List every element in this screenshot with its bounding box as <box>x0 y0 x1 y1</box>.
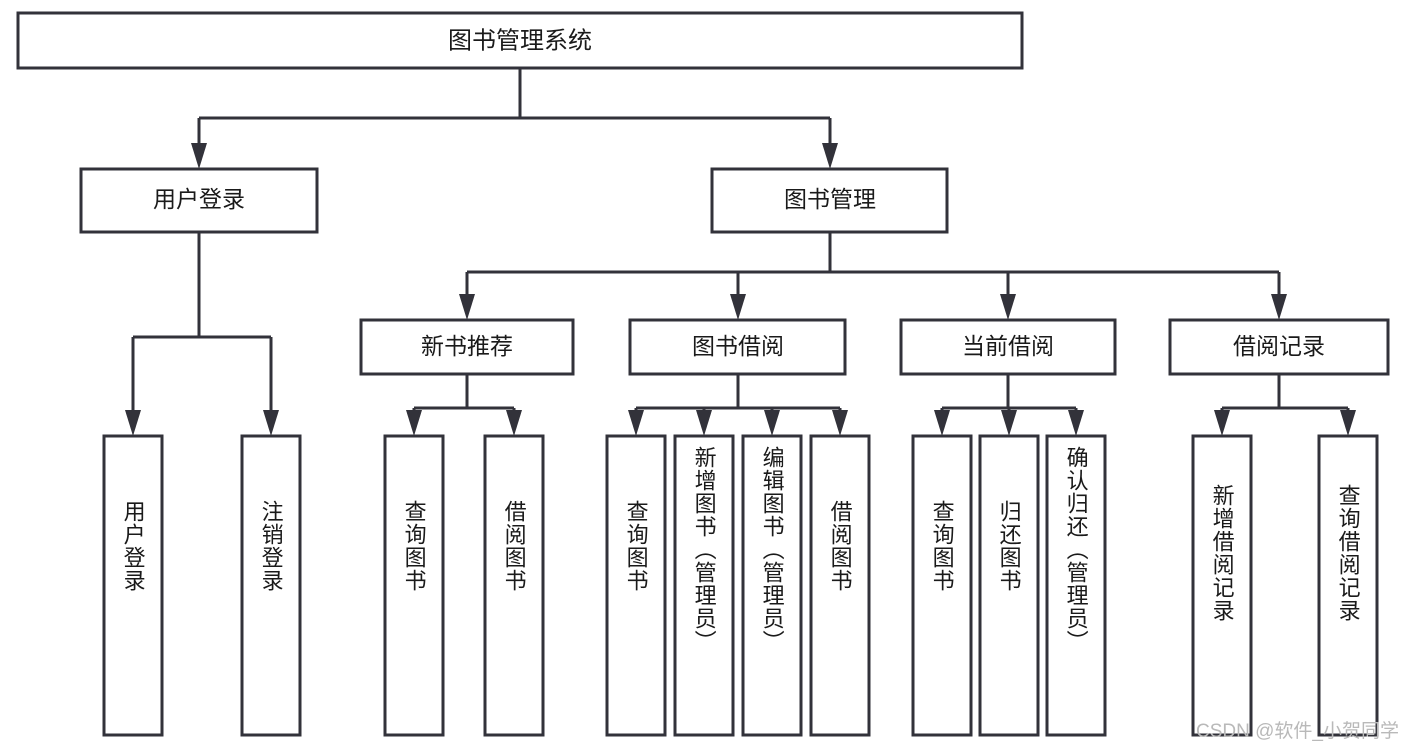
connector-group-book-mgmt <box>459 232 1287 320</box>
leaf-box-book-borrow-1[interactable] <box>605 434 667 737</box>
leaf-box-current-borrow-2[interactable] <box>978 434 1040 737</box>
arrow-head-leaf-borrow-records-2 <box>1340 410 1356 436</box>
node-book-management[interactable]: 图书管理 <box>710 167 949 234</box>
node-book-management-box[interactable] <box>710 167 949 234</box>
arrow-head-leaf-book-borrow-4 <box>832 410 848 436</box>
leaf-box-user-login-1[interactable] <box>102 434 164 737</box>
arrow-head-leaf-book-borrow-1 <box>628 410 644 436</box>
arrow-head-leaf-new-book-1 <box>406 410 422 436</box>
node-current-borrow[interactable]: 当前借阅 <box>899 318 1117 376</box>
leaf-group-new-book-recommend <box>383 434 545 737</box>
leaf-box-new-book-2[interactable] <box>483 434 545 737</box>
arrow-head-user-login <box>191 143 207 169</box>
arrow-head-leaf-book-borrow-2 <box>696 410 712 436</box>
leaf-box-current-borrow-3[interactable] <box>1045 434 1107 737</box>
arrow-head-leaf-new-book-2 <box>506 410 522 436</box>
leaf-group-borrow-records <box>1191 434 1379 737</box>
arrow-head-l3-new-book <box>459 294 475 320</box>
leaf-box-book-borrow-3[interactable] <box>741 434 803 737</box>
node-user-login-box[interactable] <box>79 167 319 234</box>
node-user-login-label: 用户登录 <box>153 186 245 212</box>
arrow-head-leaf-borrow-records-1 <box>1214 410 1230 436</box>
csdn-watermark: CSDN @软件_小贺同学 <box>1196 721 1399 742</box>
arrow-head-l3-current-borrow <box>1000 294 1016 320</box>
arrow-head-book-mgmt <box>822 143 838 169</box>
leaf-group-current-borrow <box>911 434 1107 737</box>
node-borrow-records-box[interactable] <box>1168 318 1390 376</box>
arrow-head-leaf-user-login-1 <box>125 410 141 436</box>
leaf-box-borrow-records-1[interactable] <box>1191 434 1253 737</box>
connector-group-borrow-records <box>1214 374 1356 436</box>
leaf-group-book-borrow <box>605 434 871 737</box>
leaf-box-book-borrow-2[interactable] <box>673 434 735 737</box>
leaf-box-current-borrow-1[interactable] <box>911 434 973 737</box>
node-current-borrow-label: 当前借阅 <box>962 333 1054 359</box>
arrow-head-leaf-user-login-2 <box>263 410 279 436</box>
node-root-box[interactable] <box>16 11 1024 70</box>
node-new-book-recommend-box[interactable] <box>359 318 575 376</box>
arrow-head-leaf-current-borrow-3 <box>1068 410 1084 436</box>
connector-group-user-login <box>125 232 279 436</box>
node-new-book-recommend-label: 新书推荐 <box>421 333 513 359</box>
arrow-head-leaf-book-borrow-3 <box>764 410 780 436</box>
leaf-box-new-book-1[interactable] <box>383 434 445 737</box>
node-user-login[interactable]: 用户登录 <box>79 167 319 234</box>
leaf-group-user-login <box>102 434 302 737</box>
leaf-box-user-login-2[interactable] <box>240 434 302 737</box>
connector-group-current-borrow <box>934 374 1084 436</box>
node-book-borrow-box[interactable] <box>628 318 847 376</box>
node-new-book-recommend[interactable]: 新书推荐 <box>359 318 575 376</box>
node-book-borrow[interactable]: 图书借阅 <box>628 318 847 376</box>
node-root-label: 图书管理系统 <box>448 27 592 54</box>
arrow-head-l3-borrow-records <box>1271 294 1287 320</box>
leaf-box-book-borrow-4[interactable] <box>809 434 871 737</box>
connector-group-root <box>191 68 838 169</box>
node-book-borrow-label: 图书借阅 <box>692 333 784 359</box>
connector-group-new-book <box>406 374 522 436</box>
arrow-head-l3-book-borrow <box>730 294 746 320</box>
leaf-box-borrow-records-2[interactable] <box>1317 434 1379 737</box>
arrow-head-leaf-current-borrow-2 <box>1001 410 1017 436</box>
node-root[interactable]: 图书管理系统 <box>16 11 1024 70</box>
connector-group-book-borrow <box>628 374 848 436</box>
node-current-borrow-box[interactable] <box>899 318 1117 376</box>
node-borrow-records[interactable]: 借阅记录 <box>1168 318 1390 376</box>
node-book-management-label: 图书管理 <box>784 186 876 212</box>
node-borrow-records-label: 借阅记录 <box>1233 333 1325 359</box>
arrow-head-leaf-current-borrow-1 <box>934 410 950 436</box>
